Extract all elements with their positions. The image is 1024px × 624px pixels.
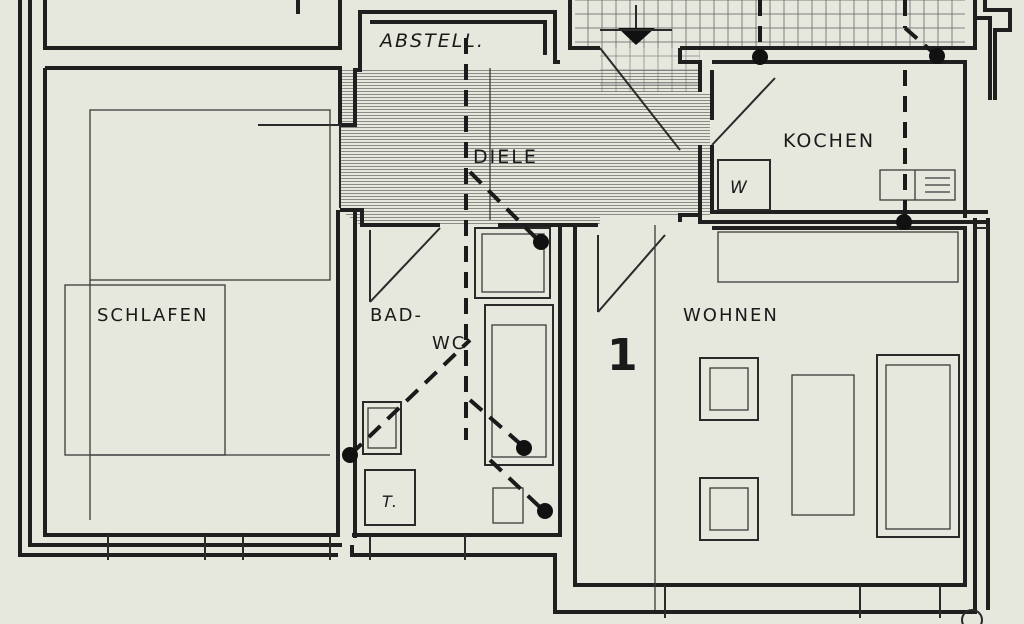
outer-walls	[18, 0, 990, 614]
washer-mark: W	[730, 178, 749, 198]
corner-mark	[961, 609, 983, 624]
dryer-box	[364, 469, 416, 526]
kitchen-fixtures	[717, 159, 956, 211]
pipe-dots	[342, 48, 945, 519]
living-room-furniture	[699, 231, 960, 541]
stairwell-landing	[600, 48, 700, 92]
room-label-bad: BAD-	[370, 305, 423, 326]
bathroom-fixtures	[362, 227, 554, 526]
inner-walls	[340, 0, 1012, 538]
windows	[107, 227, 988, 618]
room-label-wohnen: WOHNEN	[683, 305, 779, 326]
dryer-mark: T.	[382, 492, 399, 511]
door-swings	[258, 47, 776, 610]
room-label-diele: DIELE	[473, 146, 538, 168]
washer-box	[717, 159, 771, 211]
room-label-kochen: KOCHEN	[783, 130, 875, 152]
room-label-schlafen: SCHLAFEN	[97, 305, 208, 326]
room-label-abstell: ABSTELL.	[378, 30, 485, 52]
room-label-wc: WC	[432, 333, 466, 354]
stair-arrow	[600, 5, 672, 45]
installation-lines	[348, 0, 938, 514]
hallway-floor-hatch	[340, 68, 710, 225]
bedroom-furniture	[64, 109, 331, 520]
unit-number: 1	[607, 330, 640, 381]
